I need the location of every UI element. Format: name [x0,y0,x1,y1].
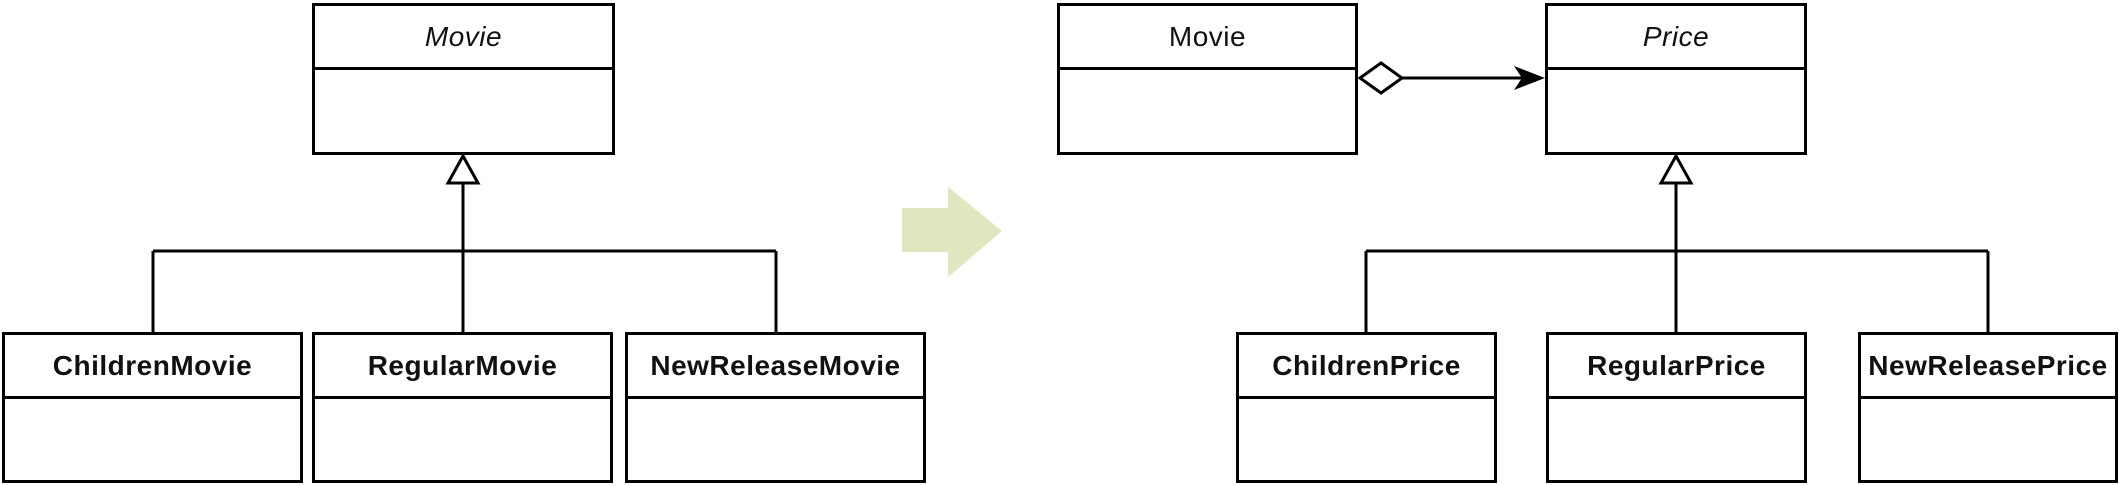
class-box-movie-abstract: Movie [312,3,615,155]
inheritance-triangle-icon [445,152,481,185]
class-name-label: Price [1642,20,1710,52]
class-title: Movie [1060,6,1355,70]
class-name-label: Movie [1168,20,1247,52]
class-name-label: RegularMovie [367,349,558,381]
class-name-label: NewReleasePrice [1868,349,2108,381]
class-attributes-compartment [1060,70,1355,152]
class-box-movie-concrete: Movie [1057,3,1358,155]
class-box-price-abstract: Price [1545,3,1807,155]
class-box-newreleaseprice: NewReleasePrice [1858,332,2118,483]
class-title: RegularPrice [1549,335,1804,399]
class-name-label: ChildrenPrice [1272,349,1461,381]
class-box-regularmovie: RegularMovie [312,332,613,483]
association-arrowhead-icon [1514,66,1545,90]
class-attributes-compartment [1549,399,1804,480]
class-name-label: NewReleaseMovie [650,349,901,381]
class-box-regularprice: RegularPrice [1546,332,1807,483]
class-attributes-compartment [628,399,923,480]
class-title: ChildrenPrice [1239,335,1494,399]
class-title: NewReleaseMovie [628,335,923,399]
inheritance-connector-right [1364,183,1990,332]
class-box-childrenprice: ChildrenPrice [1236,332,1497,483]
class-attributes-compartment [1861,399,2115,480]
class-name-label: RegularPrice [1587,349,1766,381]
aggregation-diamond-icon [1357,61,1405,95]
class-attributes-compartment [315,70,612,152]
class-attributes-compartment [1548,70,1804,152]
class-title: Movie [315,6,612,70]
class-attributes-compartment [5,399,300,480]
inheritance-connector-left [151,183,778,332]
class-attributes-compartment [315,399,610,480]
class-box-childrenmovie: ChildrenMovie [2,332,303,483]
class-name-label: Movie [424,20,503,52]
transform-arrow-icon [902,187,1002,277]
inheritance-triangle-icon [1658,152,1694,185]
class-title: Price [1548,6,1804,70]
class-box-newreleasemovie: NewReleaseMovie [625,332,926,483]
class-title: NewReleasePrice [1861,335,2115,399]
class-title: RegularMovie [315,335,610,399]
class-attributes-compartment [1239,399,1494,480]
class-name-label: ChildrenMovie [52,349,253,381]
class-title: ChildrenMovie [5,335,300,399]
